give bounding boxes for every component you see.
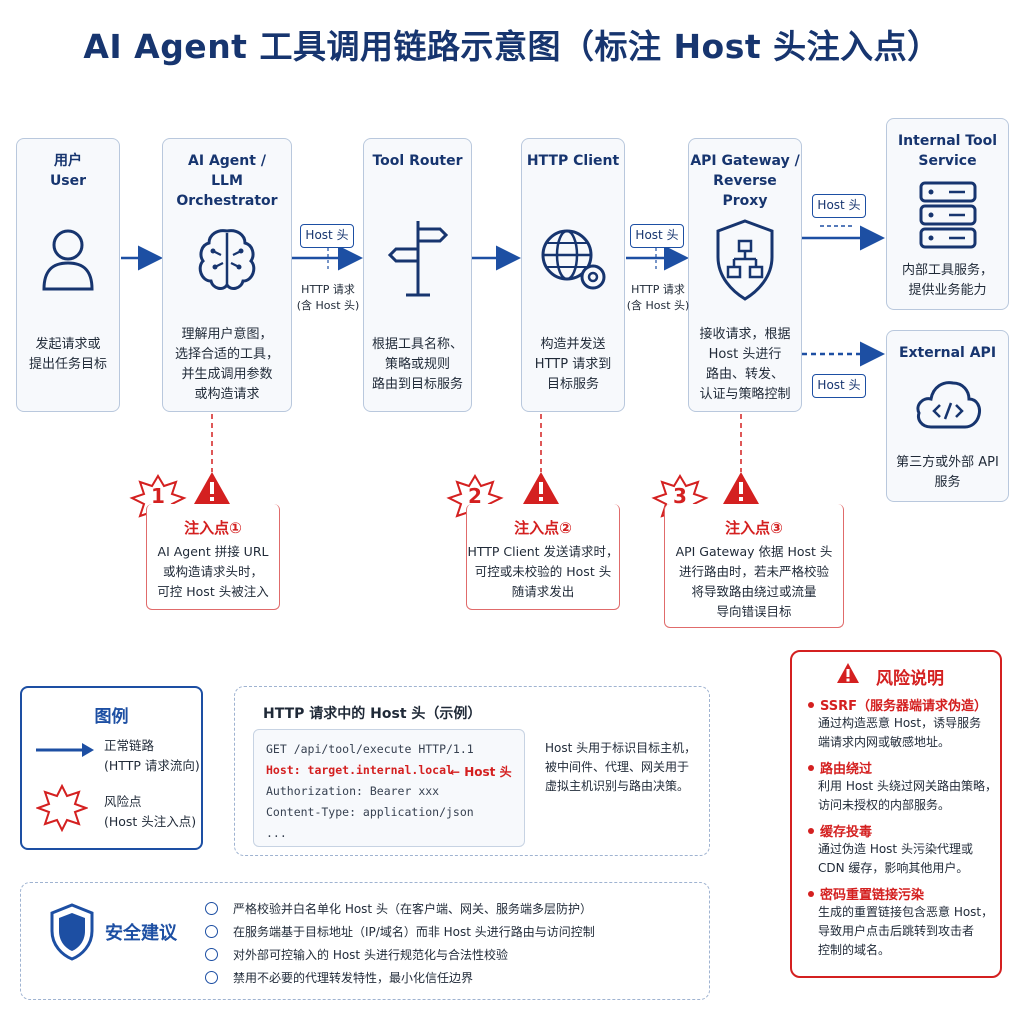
- code-line: Authorization: Bearer xxx: [266, 784, 440, 798]
- node-external-api: External API 第三方或外部 API 服务: [886, 330, 1009, 502]
- legend-arrow-icon: [36, 743, 94, 757]
- injection-title-1: 注入点①: [184, 519, 242, 537]
- node-http-client: HTTP Client 构造并发送 HTTP 请求到 目标服务: [521, 138, 625, 412]
- injection-point-2: 注入点② HTTP Client 发送请求时， 可控或未校验的 Host 头 随…: [466, 504, 620, 610]
- risk-item-title: SSRF（服务器端请求伪造）: [820, 699, 988, 714]
- risk-item-title: 密码重置链接污染: [820, 888, 925, 903]
- injection-number-2: 2: [468, 484, 482, 508]
- code-block: GET /api/tool/execute HTTP/1.1 Host: tar…: [253, 729, 525, 847]
- injection-title-3: 注入点③: [725, 519, 783, 537]
- bullet-icon: [808, 702, 814, 708]
- security-title: 安全建议: [105, 923, 177, 944]
- bullet-icon: [808, 891, 814, 897]
- node-agent-title: AI Agent / LLM Orchestrator: [176, 153, 278, 209]
- injection-desc-1: AI Agent 拼接 URL 或构造请求头时， 可控 Host 头被注入: [157, 544, 269, 599]
- globe-gear-icon: [541, 229, 606, 290]
- code-line-host: Host: target.internal.local: [266, 763, 453, 777]
- brain-icon: [198, 229, 256, 290]
- user-icon: [42, 229, 94, 291]
- injection-point-1: 注入点① AI Agent 拼接 URL 或构造请求头时， 可控 Host 头被…: [146, 504, 280, 610]
- security-item: 在服务端基于目标地址（IP/域名）而非 Host 头进行路由与访问控制: [233, 925, 595, 939]
- node-http-client-title: HTTP Client: [526, 153, 620, 169]
- signpost-icon: [387, 221, 448, 297]
- node-user-title: 用户 User: [49, 153, 87, 189]
- node-internal-title: Internal Tool Service: [897, 133, 998, 169]
- risk-item-desc: 通过构造恶意 Host，诱导服务 端请求内网或敏感地址。: [818, 716, 982, 749]
- security-item: 对外部可控输入的 Host 头进行规范化与合法性校验: [233, 948, 508, 962]
- risk-item-desc: 生成的重置链接包含恶意 Host， 导致用户点击后跳转到攻击者 控制的域名。: [818, 905, 994, 957]
- node-http-client-desc: 构造并发送 HTTP 请求到 目标服务: [534, 337, 612, 392]
- host-tag-3: Host 头: [812, 194, 866, 218]
- node-router-desc: 根据工具名称、 策略或规则 路由到目标服务: [371, 337, 463, 392]
- risk-item-title: 路由绕过: [820, 762, 873, 777]
- shield-icon: [50, 903, 94, 961]
- risk-item-desc: 利用 Host 头绕过网关路由策略， 访问未授权的内部服务。: [818, 779, 997, 812]
- cloud-code-icon: [916, 381, 981, 429]
- risk-panel: 风险说明 SSRF（服务器端请求伪造） 通过构造恶意 Host，诱导服务 端请求…: [790, 650, 1002, 978]
- injection-desc-3: API Gateway 依据 Host 头 进行路由时，若未严格校验 将导致路由…: [675, 544, 833, 619]
- node-gateway-title: API Gateway / Reverse Proxy: [690, 153, 800, 209]
- risk-item-title: 缓存投毒: [820, 825, 873, 840]
- injection-point-3: 注入点③ API Gateway 依据 Host 头 进行路由时，若未严格校验 …: [664, 504, 844, 628]
- http-example-note: Host 头用于标识目标主机， 被中间件、代理、网关用于 虚拟主机识别与路由决策…: [545, 741, 697, 793]
- node-user-desc: 发起请求或 提出任务目标: [28, 337, 107, 372]
- legend-risk-label: 风险点 (Host 头注入点): [104, 794, 197, 829]
- check-icon: [205, 925, 218, 938]
- injection-number-3: 3: [673, 484, 687, 508]
- bullet-icon: [808, 765, 814, 771]
- node-router-title: Tool Router: [372, 153, 463, 169]
- flow-arrows: [121, 225, 885, 367]
- legend: 图例 正常链路 (HTTP 请求流向) 风险点 (Host 头注入点): [20, 686, 203, 850]
- host-tag-1: Host 头: [300, 224, 354, 248]
- node-agent-desc: 理解用户意图， 选择合适的工具， 并生成调用参数 或构造请求: [174, 327, 279, 402]
- host-pointer-label: ← Host 头: [450, 765, 512, 779]
- injection-connectors: [211, 414, 742, 472]
- injection-title-2: 注入点②: [514, 519, 572, 537]
- node-internal-service: Internal Tool Service 内部工具服务， 提供业务能力: [886, 118, 1009, 310]
- security-item: 严格校验并白名单化 Host 头（在客户端、网关、服务端多层防护）: [233, 902, 592, 916]
- legend-title: 图例: [94, 707, 129, 727]
- check-icon: [205, 902, 218, 915]
- security-item: 禁用不必要的代理转发特性，最小化信任边界: [233, 971, 474, 985]
- page-title: AI Agent 工具调用链路示意图（标注 Host 头注入点）: [83, 27, 941, 66]
- server-icon: [919, 181, 976, 249]
- code-line: Content-Type: application/json: [266, 805, 474, 819]
- node-external-desc: 第三方或外部 API 服务: [896, 455, 999, 490]
- node-external-title: External API: [898, 345, 997, 361]
- legend-normal-label: 正常链路 (HTTP 请求流向): [104, 738, 200, 773]
- code-line: GET /api/tool/execute HTTP/1.1: [266, 742, 474, 756]
- check-icon: [205, 948, 218, 961]
- node-internal-desc: 内部工具服务， 提供业务能力: [901, 263, 993, 298]
- http-example-panel: HTTP 请求中的 Host 头（示例） GET /api/tool/execu…: [234, 686, 710, 856]
- edge-label-http-1: HTTP 请求 (含 Host 头): [296, 283, 360, 312]
- node-gateway: API Gateway / Reverse Proxy 接收请求，根据 Host…: [688, 138, 802, 412]
- risk-item-desc: 通过伪造 Host 头污染代理或 CDN 缓存，影响其他用户。: [818, 842, 973, 875]
- shield-network-icon: [716, 219, 774, 301]
- injection-desc-2: HTTP Client 发送请求时， 可控或未校验的 Host 头 随请求发出: [467, 544, 619, 599]
- check-icon: [205, 971, 218, 984]
- host-tag-2: Host 头: [630, 224, 684, 248]
- security-panel: 安全建议 严格校验并白名单化 Host 头（在客户端、网关、服务端多层防护） 在…: [20, 882, 710, 1000]
- http-example-title: HTTP 请求中的 Host 头（示例）: [263, 706, 482, 722]
- edge-label-http-2: HTTP 请求 (含 Host 头): [626, 283, 690, 312]
- node-user: 用户 User 发起请求或 提出任务目标: [16, 138, 120, 412]
- warning-icon: [837, 663, 859, 683]
- legend-burst-icon: [36, 784, 88, 832]
- risk-title: 风险说明: [876, 669, 944, 689]
- bullet-icon: [808, 828, 814, 834]
- injection-number-1: 1: [151, 484, 165, 508]
- node-router: Tool Router 根据工具名称、 策略或规则 路由到目标服务: [363, 138, 472, 412]
- node-gateway-desc: 接收请求，根据 Host 头进行 路由、转发、 认证与策略控制: [699, 327, 791, 402]
- code-line: ...: [266, 826, 287, 840]
- host-tag-4: Host 头: [812, 374, 866, 398]
- node-agent: AI Agent / LLM Orchestrator 理解用户意图， 选择合适…: [162, 138, 292, 412]
